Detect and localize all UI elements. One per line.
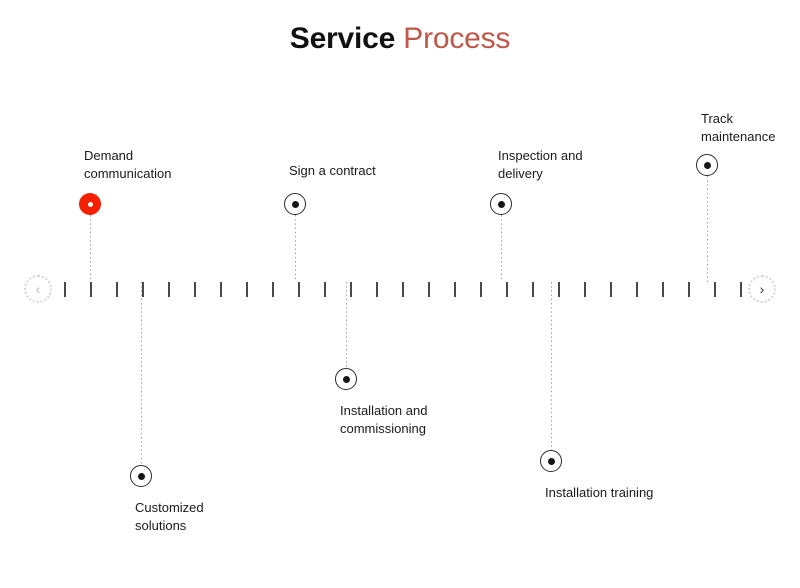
marker-center-dot-icon — [87, 201, 93, 207]
axis-tick — [142, 282, 144, 297]
node-connector-line — [345, 282, 347, 368]
node-connector-line — [294, 215, 296, 282]
axis-tick — [376, 282, 378, 297]
node-connector-line — [550, 282, 552, 450]
axis-tick — [428, 282, 430, 297]
page-title: Service Process — [0, 20, 800, 58]
axis-tick — [324, 282, 326, 297]
timeline-label-track-maintenance: Track maintenance — [701, 111, 776, 144]
axis-tick — [636, 282, 638, 297]
timeline-prev-button[interactable]: ‹ — [24, 275, 52, 303]
page-title-primary: Service — [289, 22, 396, 55]
chevron-left-icon: ‹ — [35, 281, 41, 297]
axis-tick — [402, 282, 404, 297]
marker-center-dot-icon — [497, 200, 505, 208]
timeline-label-customized-solutions: Customized solutions — [135, 500, 204, 533]
axis-tick — [558, 282, 560, 297]
marker-center-dot-icon — [137, 472, 145, 480]
axis-tick — [220, 282, 222, 297]
marker-center-dot-icon — [547, 457, 555, 465]
timeline-marker-installation-and-commissioning[interactable] — [335, 368, 357, 390]
axis-tick — [584, 282, 586, 297]
node-connector-line — [706, 176, 708, 282]
timeline-marker-demand-communication[interactable] — [79, 193, 101, 215]
page-title-secondary: Process — [395, 22, 511, 55]
axis-tick — [480, 282, 482, 297]
chevron-right-icon: › — [759, 281, 765, 297]
marker-center-dot-icon — [703, 161, 711, 169]
marker-center-dot-icon — [342, 375, 350, 383]
node-connector-line — [140, 282, 142, 465]
axis-tick — [168, 282, 170, 297]
axis-tick — [532, 282, 534, 297]
axis-tick — [298, 282, 300, 297]
timeline-label-demand-communication: Demand communication — [84, 148, 172, 181]
timeline-marker-track-maintenance[interactable] — [696, 154, 718, 176]
axis-tick — [610, 282, 612, 297]
timeline-marker-sign-a-contract[interactable] — [284, 193, 306, 215]
marker-center-dot-icon — [291, 200, 299, 208]
axis-tick — [662, 282, 664, 297]
node-connector-line — [89, 215, 91, 282]
timeline-marker-installation-training[interactable] — [540, 450, 562, 472]
axis-tick — [740, 282, 742, 297]
timeline-marker-customized-solutions[interactable] — [130, 465, 152, 487]
timeline-label-installation-training: Installation training — [545, 485, 654, 500]
axis-tick — [506, 282, 508, 297]
timeline-label-inspection-and-delivery: Inspection and delivery — [498, 148, 583, 181]
timeline-next-button[interactable]: › — [748, 275, 776, 303]
axis-tick — [246, 282, 248, 297]
node-connector-line — [500, 215, 502, 282]
timeline-label-installation-and-commissioning: Installation and commissioning — [340, 403, 428, 436]
timeline-label-sign-a-contract: Sign a contract — [289, 163, 376, 178]
axis-tick — [116, 282, 118, 297]
axis-tick — [350, 282, 352, 297]
axis-tick — [454, 282, 456, 297]
axis-tick — [194, 282, 196, 297]
axis-tick — [272, 282, 274, 297]
timeline-marker-inspection-and-delivery[interactable] — [490, 193, 512, 215]
axis-tick — [714, 282, 716, 297]
axis-tick — [64, 282, 66, 297]
axis-tick — [90, 282, 92, 297]
axis-tick — [688, 282, 690, 297]
